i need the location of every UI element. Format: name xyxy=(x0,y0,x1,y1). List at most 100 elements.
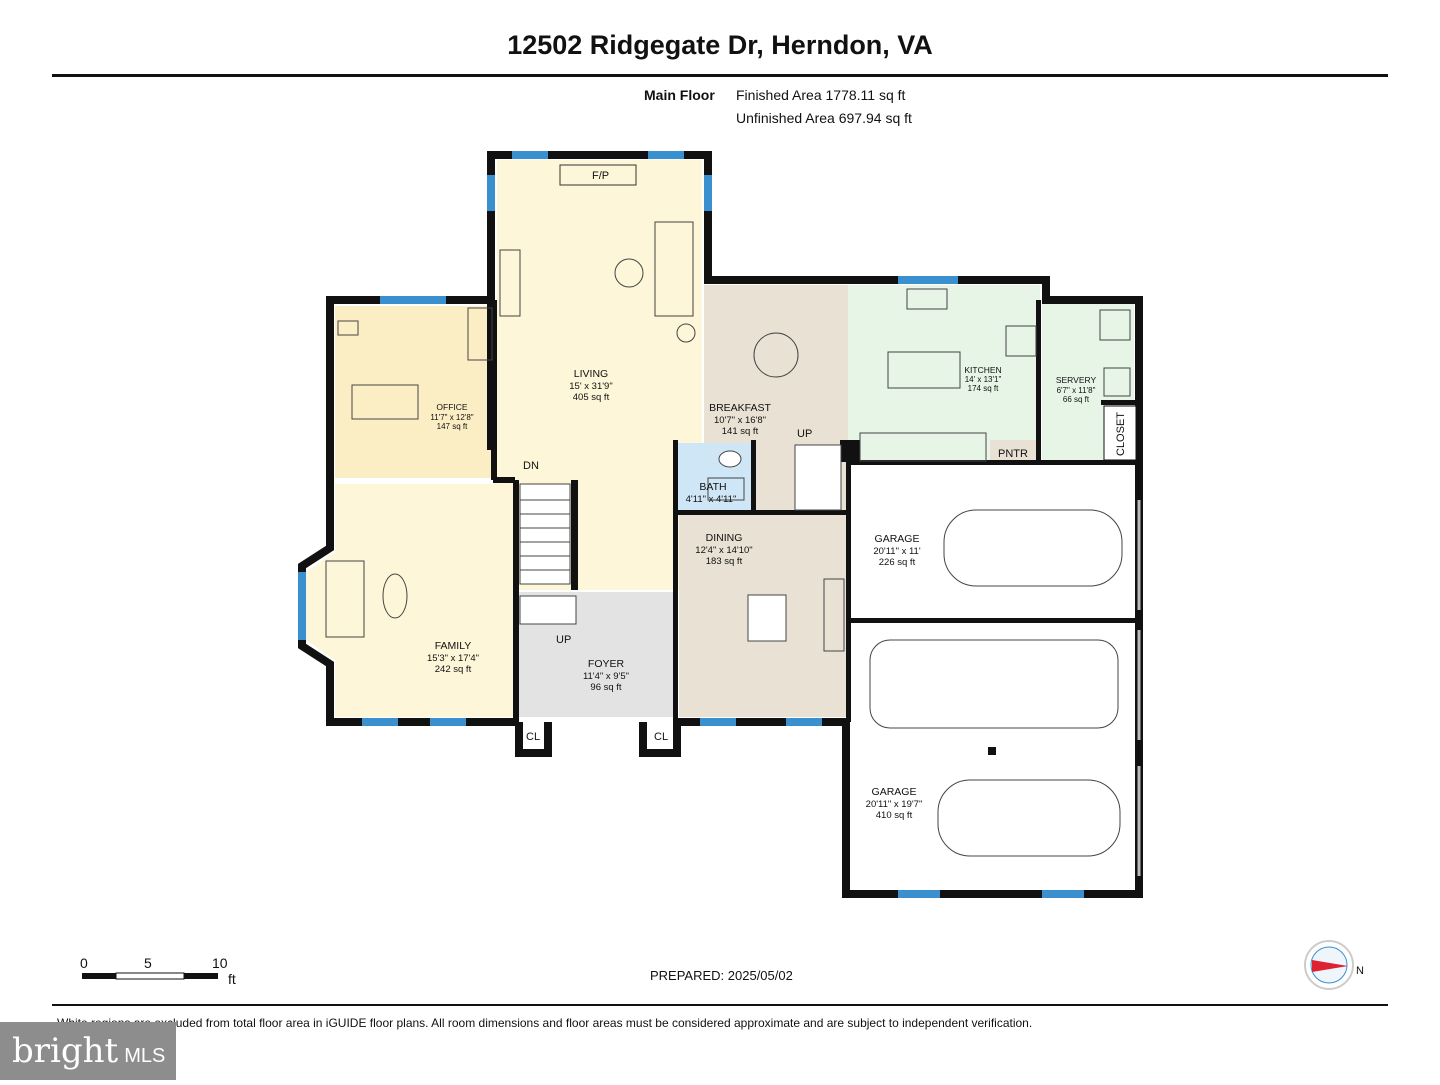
servery-area: 66 sq ft xyxy=(1063,395,1090,404)
interior-wall-8 xyxy=(846,460,1139,465)
window-family-2 xyxy=(430,718,466,726)
stair-breakfast xyxy=(794,444,842,511)
kitchen-name: KITCHEN xyxy=(964,365,1001,375)
foyer-bottom-wall xyxy=(515,722,552,757)
compass-label: N xyxy=(1356,965,1364,977)
closet-right-label: CL xyxy=(654,731,668,743)
window-office xyxy=(380,296,446,304)
bath-toilet xyxy=(718,450,742,468)
garage2-area: 410 sq ft xyxy=(876,810,913,821)
dining-name: DINING xyxy=(706,532,743,544)
stair-wall xyxy=(571,480,578,590)
office-name: OFFICE xyxy=(436,402,467,412)
kitchen-area: 174 sq ft xyxy=(968,384,999,393)
closet-box xyxy=(1103,405,1137,461)
dining-dims: 12'4" x 14'10" xyxy=(695,545,752,556)
kitchen-range xyxy=(1005,325,1037,357)
page-title: 12502 Ridgegate Dr, Herndon, VA xyxy=(507,30,933,60)
garage-marker xyxy=(988,747,996,755)
foyer-name: FOYER xyxy=(588,658,625,670)
fireplace xyxy=(559,164,637,186)
interior-wall-6 xyxy=(675,510,850,515)
office-room xyxy=(335,306,495,478)
interior-wall-2 xyxy=(491,300,497,480)
interior-wall-3 xyxy=(513,480,519,725)
garage2-dims: 20'11" x 19'7" xyxy=(866,799,923,810)
interior-wall-4 xyxy=(673,440,678,725)
stair-down xyxy=(519,483,571,585)
living-area: 405 sq ft xyxy=(573,392,610,403)
scale-bar-black-2 xyxy=(184,973,218,979)
interior-wall-5 xyxy=(751,440,756,512)
bath-name: BATH xyxy=(699,481,726,493)
dining-area: 183 sq ft xyxy=(706,556,743,567)
scale-tick-5: 5 xyxy=(144,955,152,971)
kitchen-sink xyxy=(906,288,948,310)
kitchen-dims: 14' x 13'1" xyxy=(965,375,1002,384)
servery-dims: 6'7" x 11'8" xyxy=(1057,386,1096,395)
window-dining-2 xyxy=(786,718,822,726)
family-dims: 15'3" x 17'4" xyxy=(427,653,479,664)
servery-sink xyxy=(1103,367,1131,397)
fireplace-label: F/P xyxy=(592,170,609,182)
interior-wall-7 xyxy=(846,460,851,722)
compass-needle xyxy=(1312,960,1348,972)
window-living-1 xyxy=(512,151,548,159)
interior-wall-9 xyxy=(846,618,1139,623)
kitchen-room xyxy=(848,285,1040,461)
kitchen-island xyxy=(887,351,961,389)
dining-sideboard xyxy=(823,578,845,652)
prepared-date: PREPARED: 2025/05/02 xyxy=(650,968,793,983)
living-lower xyxy=(577,440,677,590)
stair-breakfast-up-label: UP xyxy=(797,428,812,440)
window-garage-1 xyxy=(898,890,940,898)
family-table xyxy=(382,573,408,619)
car-2 xyxy=(869,639,1119,729)
family-room xyxy=(306,484,513,717)
dining-table xyxy=(747,594,787,642)
living-name: LIVING xyxy=(574,368,608,380)
scale-tick-0: 0 xyxy=(80,955,88,971)
window-living-2 xyxy=(648,151,684,159)
title-divider xyxy=(52,74,1388,77)
bath-dims: 4'11" x 4'11" xyxy=(686,494,737,505)
breakfast-dims: 10'7" x 16'8" xyxy=(714,415,766,426)
window-kitchen xyxy=(898,276,958,284)
pantry xyxy=(990,440,1036,462)
family-area: 242 sq ft xyxy=(435,664,472,675)
foyer-dims: 11'4" x 9'5" xyxy=(583,671,629,682)
breakfast-name: BREAKFAST xyxy=(709,402,771,414)
pantry-label: PNTR xyxy=(998,448,1028,460)
servery-range xyxy=(1099,309,1131,341)
office-item xyxy=(337,320,359,336)
stair-dn-label: DN xyxy=(523,460,539,472)
window-family-bay xyxy=(298,572,306,640)
interior-wall-1 xyxy=(493,477,515,483)
car-1 xyxy=(943,509,1123,587)
garage1-area: 226 sq ft xyxy=(879,557,916,568)
interior-wall-11 xyxy=(840,440,860,462)
window-living-3 xyxy=(487,175,495,211)
family-name: FAMILY xyxy=(435,640,472,652)
window-dining-1 xyxy=(700,718,736,726)
garage1-dims: 20'11" x 11' xyxy=(873,546,921,557)
scale-tick-10: 10 xyxy=(212,955,228,971)
servery-name: SERVERY xyxy=(1056,375,1097,385)
family-wall xyxy=(298,480,519,726)
scale-unit: ft xyxy=(228,971,236,987)
stair-up xyxy=(519,595,577,625)
breakfast-table xyxy=(753,332,799,378)
window-family-1 xyxy=(362,718,398,726)
finished-area: Finished Area 1778.11 sq ft xyxy=(736,87,906,103)
floor-label: Main Floor xyxy=(644,87,715,103)
office-desk xyxy=(351,384,419,420)
foyer-right-closet xyxy=(639,722,681,757)
garage1-name: GARAGE xyxy=(875,533,920,545)
bath-vanity xyxy=(707,477,745,501)
living-console xyxy=(499,249,521,317)
closet-left-label: CL xyxy=(526,731,540,743)
living-table xyxy=(614,258,644,288)
footer-divider xyxy=(52,1004,1388,1006)
